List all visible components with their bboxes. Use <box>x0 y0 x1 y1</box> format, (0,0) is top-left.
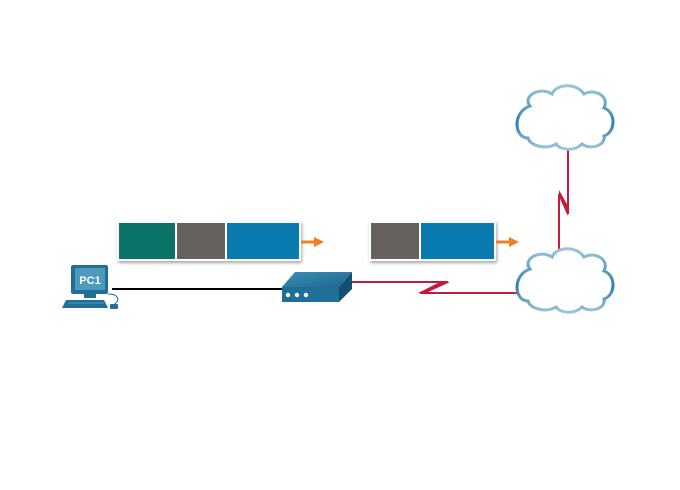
header-field <box>119 223 175 259</box>
cloud-icon <box>515 84 615 151</box>
trailer-field <box>177 223 225 259</box>
serial-bolt <box>418 282 450 293</box>
trailer-field <box>371 223 419 259</box>
pc-icon <box>62 265 119 309</box>
pc-label: PC1 <box>79 275 100 287</box>
pc1[interactable]: PC1 <box>62 265 119 309</box>
modem-icon <box>282 272 352 302</box>
data-field <box>421 223 494 259</box>
data-field <box>227 223 299 259</box>
serial-bolt-vertical <box>559 190 568 216</box>
cloud-bottom[interactable] <box>515 247 615 314</box>
arrow-icon <box>301 237 324 247</box>
cloud-top[interactable] <box>515 84 615 151</box>
modem[interactable] <box>282 272 352 302</box>
cloud-icon <box>515 247 615 314</box>
arrow-icon <box>496 237 519 247</box>
